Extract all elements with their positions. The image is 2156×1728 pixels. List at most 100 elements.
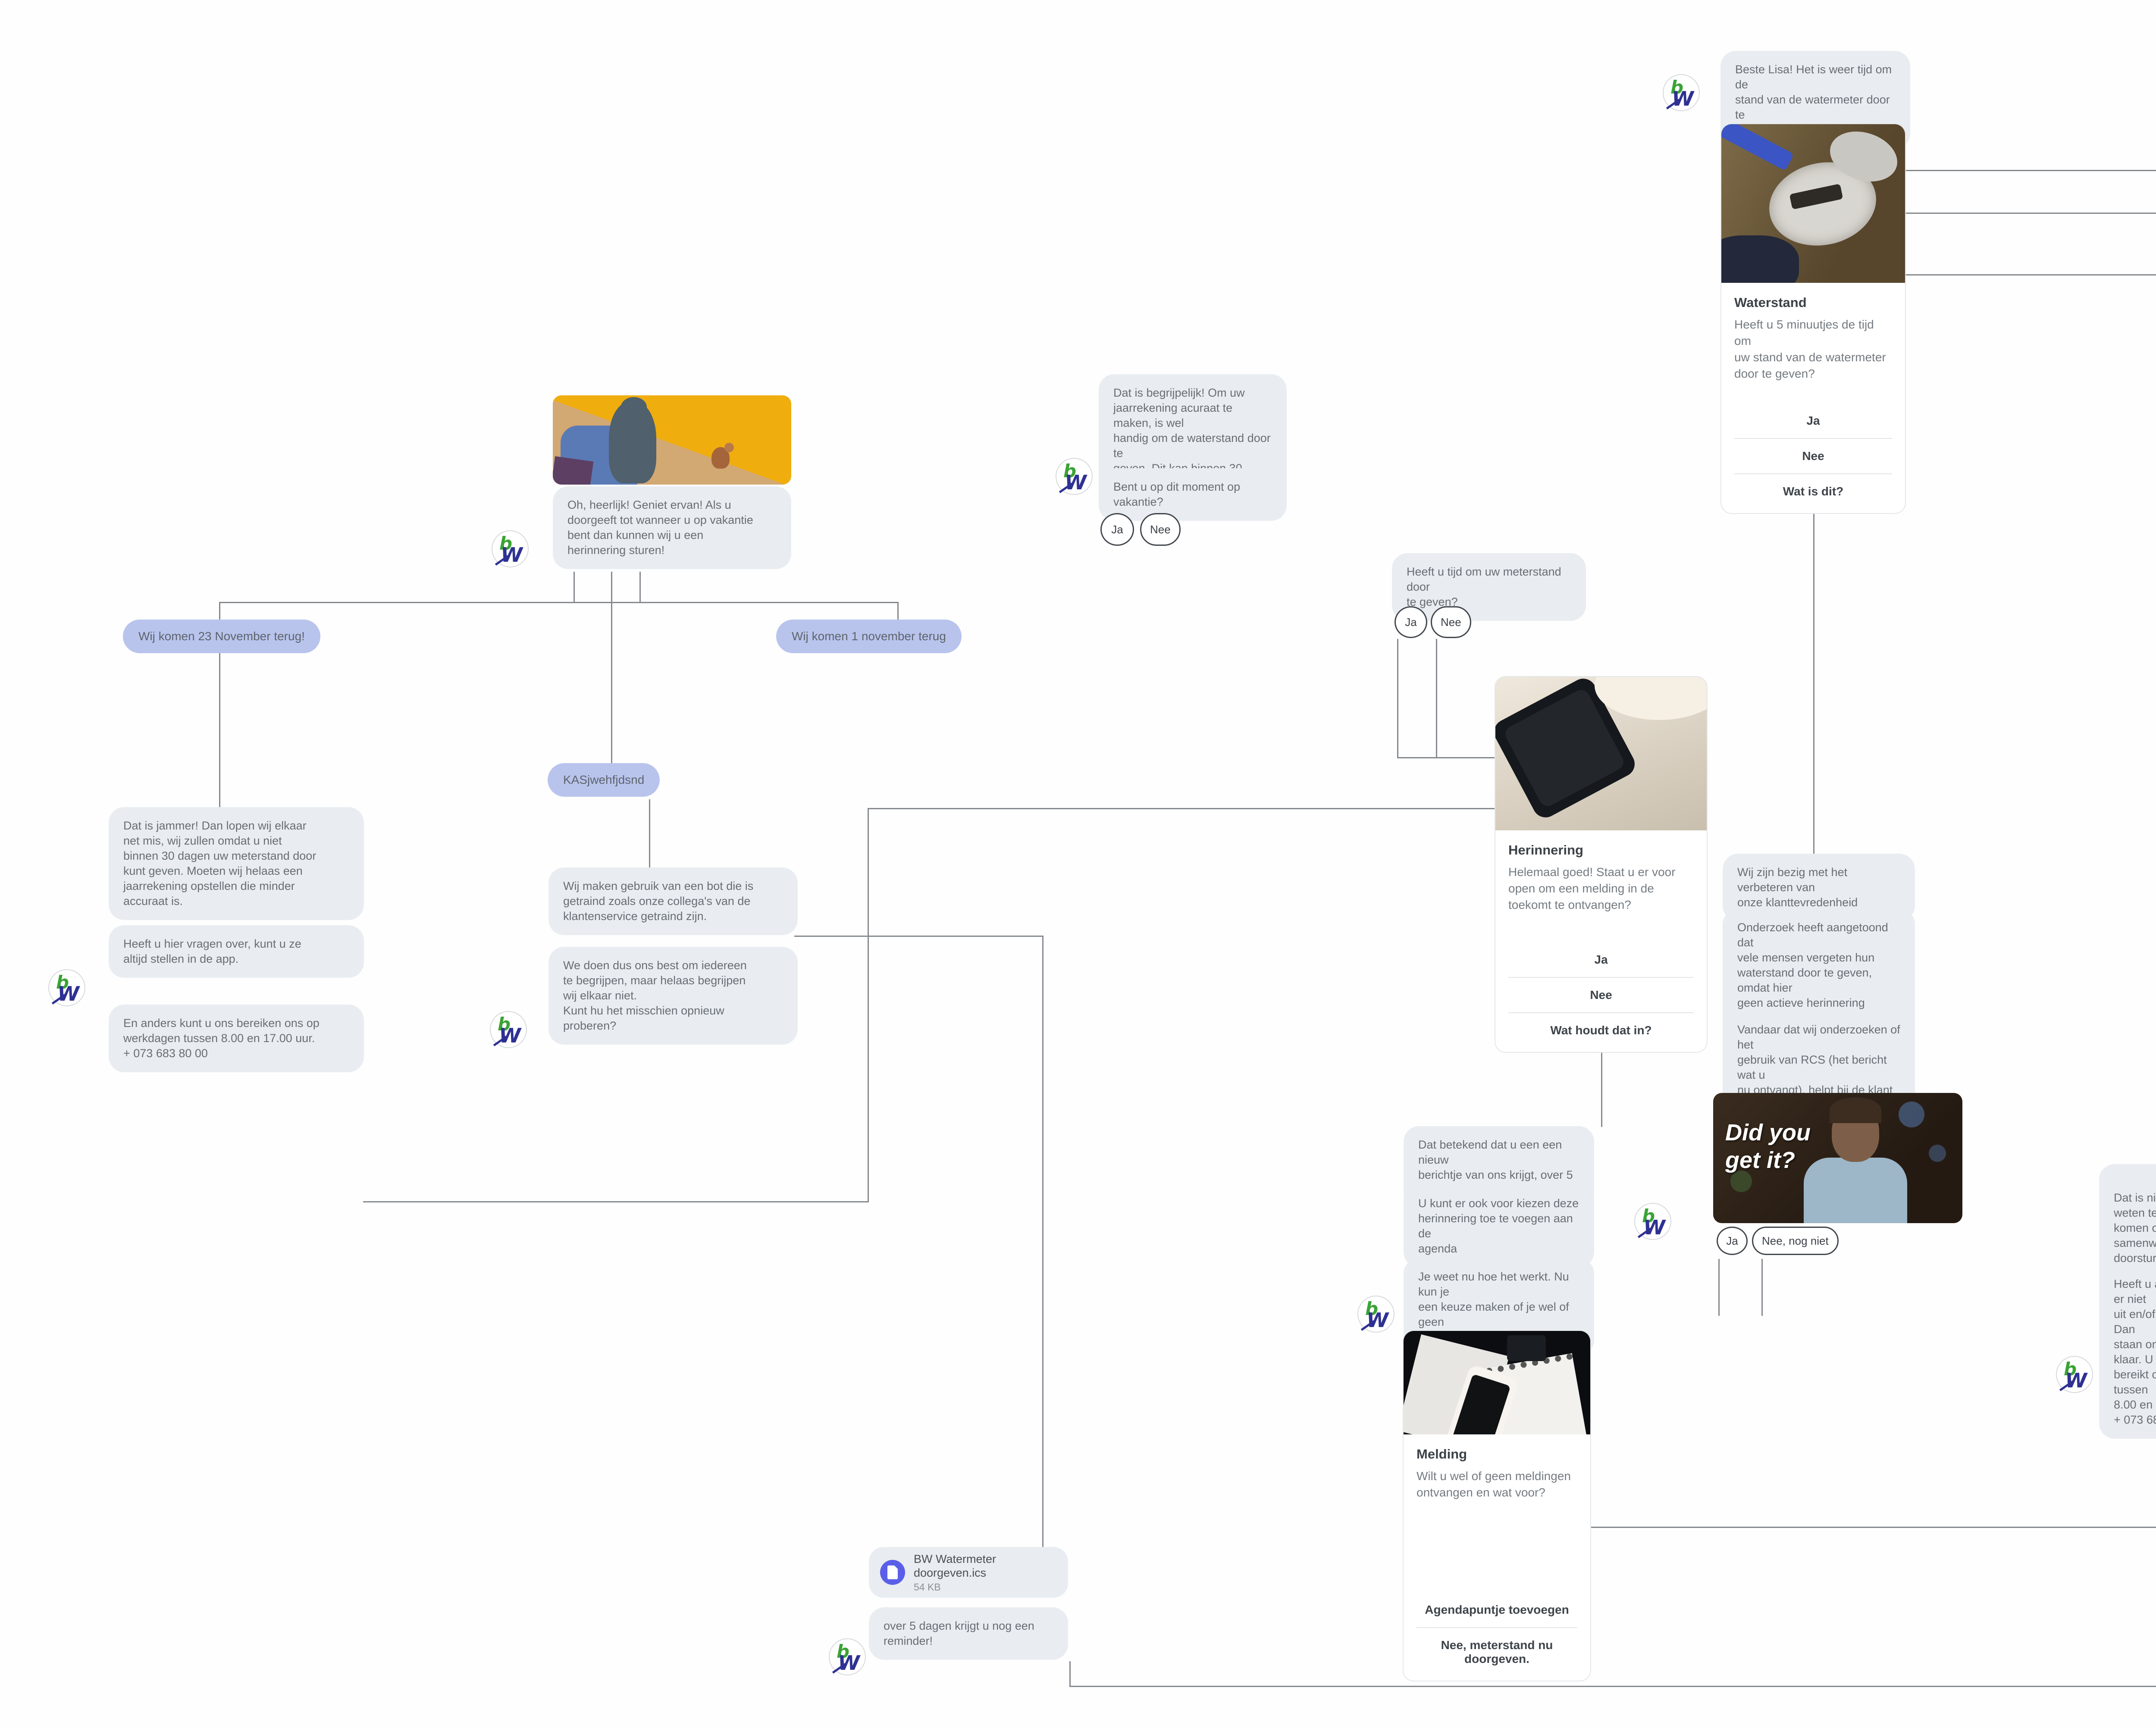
tom-head-shape (621, 397, 647, 417)
user-pill-terug-1-november[interactable]: Wij komen 1 november terug (776, 620, 962, 653)
waterstand-wat-is-dit-button[interactable]: Wat is dit? (1734, 473, 1892, 509)
connector-line (1718, 1259, 1720, 1316)
bot-message-vragen-app: Heeft u hier vragen over, kunt u ze alti… (109, 925, 364, 978)
vakantie-nee-chip[interactable]: Nee (1140, 513, 1181, 546)
card-actions: Agendapuntje toevoegen Nee, meterstand n… (1416, 1593, 1577, 1676)
meme-caption: Did you get it? (1725, 1120, 1811, 1173)
connector-line (1601, 1053, 1602, 1127)
ics-file-attachment[interactable]: BW Watermeter doorgeven.ics 54 KB (869, 1547, 1068, 1598)
brabant-water-logo-b: b (56, 972, 69, 993)
connector-line (639, 572, 641, 603)
bot-message-reminder: over 5 dagen krijgt u nog een reminder! (869, 1607, 1068, 1660)
brabant-water-logo-w: W (1672, 87, 1694, 110)
card-body-text: Wilt u wel of geen meldingen ontvangen e… (1416, 1469, 1571, 1499)
bot-message-bereikbaarheid: En anders kunt u ons bereiken ons op wer… (109, 1005, 364, 1072)
brabant-water-logo-b: b (837, 1641, 850, 1662)
file-size: 54 KB (914, 1581, 941, 1593)
brabant-water-logo-w: W (2065, 1369, 2087, 1392)
connector-line (1906, 274, 2156, 275)
connector-line (1813, 513, 1814, 856)
bokeh-light (1929, 1145, 1946, 1162)
gelukt-ja-chip[interactable]: Ja (1717, 1227, 1748, 1255)
connector-line (573, 572, 575, 603)
bokeh-light (1899, 1102, 1924, 1127)
brabant-water-logo-w: W (1643, 1216, 1665, 1239)
jerry-ear-shape (724, 443, 734, 452)
connector-line (1761, 1259, 1763, 1316)
waterstand-ja-button[interactable]: Ja (1806, 414, 1820, 427)
card-body-text: Helemaal goed! Staat u er voor open om e… (1508, 865, 1676, 911)
connector-line (611, 572, 612, 764)
waterstand-nee-button[interactable]: Nee (1734, 438, 1892, 473)
rcs-link-pre-text: Dat is niet erg! Om meer te weten te kom… (2114, 1191, 2156, 1265)
connector-line (1436, 639, 1437, 758)
herinnering-wat-houdt-dat-in-button[interactable]: Wat houdt dat in? (1508, 1012, 1694, 1048)
connector-line (868, 808, 1495, 809)
bot-message-andere-vragen: Heeft u andere vragen, komt u er niet ui… (2099, 1265, 2156, 1439)
bot-avatar: b W (2056, 1356, 2093, 1393)
brabant-water-logo-b: b (498, 1014, 511, 1035)
bot-avatar: b W (1056, 458, 1093, 495)
bot-avatar: b W (1357, 1296, 1395, 1333)
card-actions: Ja Nee Wat houdt dat in? (1508, 942, 1694, 1048)
connector-line (1069, 1686, 2156, 1687)
bot-avatar: b W (492, 530, 529, 567)
connector-line (868, 808, 869, 1201)
card-title: Waterstand (1734, 295, 1807, 310)
melding-card: Melding Wilt u wel of geen meldingen ont… (1403, 1330, 1591, 1681)
connector-line (219, 652, 220, 807)
brabant-water-logo-b: b (1063, 460, 1077, 482)
clothing-shape (1721, 235, 1799, 283)
binder-clip-shape (1507, 1335, 1546, 1361)
agendapuntje-toevoegen-button[interactable]: Agendapuntje toevoegen (1425, 1603, 1569, 1616)
bot-avatar: b W (48, 969, 85, 1006)
user-pill-terug-23-november[interactable]: Wij komen 23 November terug! (123, 620, 320, 653)
connector-line (794, 936, 1044, 937)
herinnering-nee-button[interactable]: Nee (1508, 977, 1694, 1012)
watermeter-photo (1721, 124, 1905, 283)
bot-message-tijd-vraag: Heeft u tijd om uw meterstand door te ge… (1392, 553, 1586, 621)
brabant-water-logo-w: W (1065, 471, 1087, 494)
blue-meter-reader (1721, 124, 1794, 171)
brabant-water-logo-b: b (1365, 1298, 1379, 1319)
connector-line (897, 603, 899, 620)
card-title: Herinnering (1508, 842, 1583, 858)
card-actions: Ja Nee Wat is dit? (1734, 404, 1892, 509)
gelukt-nee-nog-niet-chip[interactable]: Nee, nog niet (1752, 1227, 1839, 1255)
bot-message-agenda-optie: U kunt er ook voor kiezen deze herinneri… (1404, 1185, 1594, 1268)
brabant-water-logo-b: b (1670, 77, 1684, 98)
brabant-water-logo-w: W (499, 1024, 521, 1047)
tijd-ja-chip[interactable]: Ja (1395, 606, 1427, 638)
user-pill-gibberish[interactable]: KASjwehfjdsnd (548, 763, 660, 797)
bot-message-vakantie-vraag: Bent u op dit moment op vakantie? (1099, 468, 1287, 521)
tom-and-jerry-gif (553, 395, 791, 485)
bot-message-bot-getraind: Wij maken gebruik van een bot die is get… (548, 867, 798, 935)
phone-on-bed-photo (1495, 677, 1707, 830)
connector-line (219, 602, 899, 603)
vakantie-ja-chip[interactable]: Ja (1100, 513, 1134, 546)
file-icon (880, 1560, 905, 1585)
bot-message-intro: Beste Lisa! Het is weer tijd om de stand… (1720, 51, 1910, 149)
connector-line (1069, 1661, 1071, 1686)
duvet-fold (1595, 677, 1707, 720)
tijd-nee-chip[interactable]: Nee (1431, 606, 1471, 638)
bot-message-opnieuw-proberen: We doen dus ons best om iedereen te begr… (548, 947, 798, 1045)
connector-line (1042, 936, 1044, 1549)
connector-line (363, 1201, 869, 1202)
file-name: BW Watermeter doorgeven.ics (914, 1552, 997, 1579)
brabant-water-logo-b: b (1642, 1205, 1655, 1227)
person-shirt-shape (1804, 1158, 1907, 1223)
herinnering-ja-button[interactable]: Ja (1594, 953, 1608, 966)
calendar-phone-photo (1404, 1331, 1590, 1434)
bokeh-light (1730, 1171, 1752, 1192)
did-you-get-it-gif: Did you get it? (1713, 1093, 1962, 1223)
meterstand-nu-doorgeven-button[interactable]: Nee, meterstand nu doorgeven. (1416, 1627, 1577, 1676)
connector-line (219, 603, 220, 620)
brabant-water-logo-b: b (499, 533, 513, 554)
laptop-shape (553, 456, 594, 485)
brabant-water-logo-w: W (501, 543, 523, 567)
connector-line (1591, 1527, 2156, 1528)
bot-avatar: b W (490, 1011, 527, 1048)
card-title: Melding (1416, 1446, 1467, 1462)
